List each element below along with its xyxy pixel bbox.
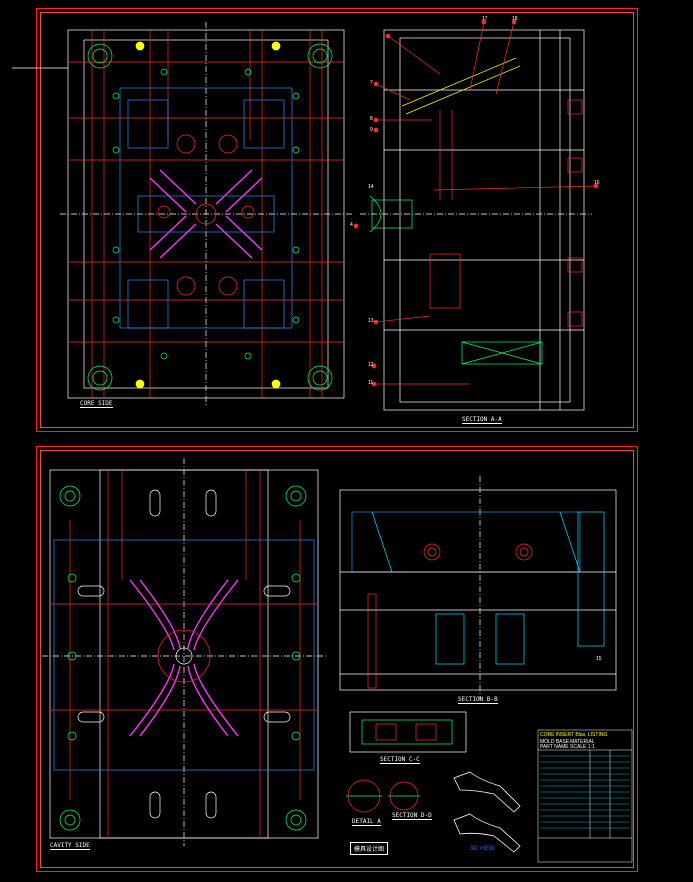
core-side-plan-view <box>12 22 352 406</box>
cavity-side-label: CAVITY SIDE <box>50 842 90 850</box>
section-dd-label: SECTION D-D <box>392 812 432 820</box>
top-drawing-inner-frame <box>40 12 634 428</box>
cavity-runner-x <box>129 579 239 737</box>
part-3d-sketch <box>453 771 521 853</box>
bottom-drawing-inner-frame <box>40 450 634 868</box>
balloon-8: 8 <box>370 116 373 122</box>
section-cc-view <box>346 711 467 813</box>
section-aa-label: SECTION A-A <box>462 416 502 424</box>
section-bb-cyan <box>371 511 605 665</box>
title-block-line-2: MATERIAL <box>570 739 595 745</box>
balloon-11: 11 <box>368 380 374 386</box>
runner-x <box>149 169 263 259</box>
angled-lifter <box>401 57 521 115</box>
core-side-label: CORE SIDE <box>80 400 113 408</box>
guide-pins <box>87 43 333 391</box>
drawing-stamp: 模具设计图 <box>350 842 389 855</box>
bottom-drawing-sheet <box>36 446 638 872</box>
3d-view-label: 3D VIEW <box>470 846 495 852</box>
section-bb-view <box>339 476 617 700</box>
title-block <box>537 729 633 863</box>
cavity-side-plan-view <box>42 458 326 846</box>
title-block-line-3: PART NAME <box>540 744 569 750</box>
ejector-marks <box>135 41 281 389</box>
cavity-cooling <box>50 470 318 838</box>
slots <box>77 489 291 819</box>
section-bb-label: SECTION B-B <box>458 696 498 704</box>
title-block-header: CORE INSERT Blas. LISTING <box>540 732 608 738</box>
balloon-4: 4 <box>350 222 353 228</box>
top-drawing-sheet <box>36 8 638 432</box>
bolts-top <box>112 68 300 360</box>
leaders-aa <box>374 21 597 385</box>
slider-blocks <box>127 99 285 329</box>
balloon-9: 9 <box>370 127 373 133</box>
detail-a-label: DETAIL A <box>352 818 381 826</box>
balloon-14: 14 <box>368 184 374 190</box>
balloon-15: 15 <box>596 656 602 662</box>
section-aa-view <box>353 19 599 411</box>
balloon-12: 12 <box>368 362 374 368</box>
section-cc-label: SECTION C-C <box>380 756 420 764</box>
balloon-17: 17 <box>482 16 488 22</box>
section-aa-red-blocks <box>429 99 583 327</box>
section-bb-red <box>367 543 533 689</box>
section-aa-green <box>369 195 543 365</box>
balloon-13: 13 <box>368 318 374 324</box>
title-block-line-1: MOLD BASE <box>540 739 570 745</box>
balloon-18: 18 <box>512 16 518 22</box>
balloon-7: 7 <box>370 80 373 86</box>
title-block-rows <box>540 755 630 829</box>
gate-circles <box>157 134 255 296</box>
title-block-line-4: SCALE 1:1 <box>570 744 595 750</box>
cavity-guide-pins <box>59 485 307 831</box>
balloon-16: 16 <box>594 180 600 186</box>
